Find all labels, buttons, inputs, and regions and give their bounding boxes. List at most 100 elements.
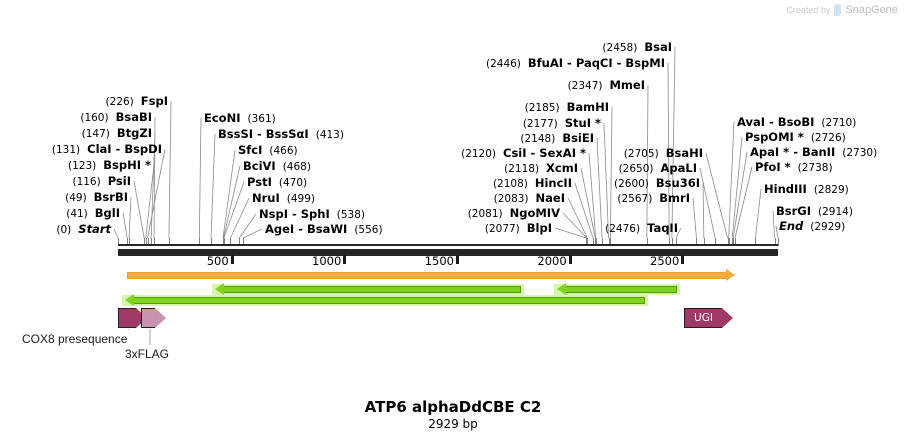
ruler-tick-label: 1000 <box>312 254 342 268</box>
enzyme-name: PspOMI * <box>745 130 804 144</box>
enzyme-label: (2108) HincII <box>0 177 572 190</box>
feature-label: COX8 presequence <box>22 332 128 346</box>
enzyme-label: (2148) BsiEI <box>0 132 594 145</box>
feature-arrow-body: UGI <box>684 308 722 328</box>
enzyme-label: (123) BspHI * <box>0 159 151 172</box>
enzyme-position: (2738) <box>797 162 833 174</box>
enzyme-name: ClaI - BspDI <box>87 142 162 156</box>
enzyme-name: AgeI - BsaWI <box>265 222 348 236</box>
feature-arrow-tip <box>722 308 733 328</box>
enzyme-label: AgeI - BsaWI (556) <box>265 223 383 236</box>
enzyme-position: (2476) <box>605 223 641 235</box>
enzyme-label: (49) BsrBI <box>0 191 128 204</box>
cut-site-tick <box>199 238 201 246</box>
cut-site-tick <box>732 238 734 246</box>
enzyme-label: ApaI * - BanII (2730) <box>750 146 877 159</box>
enzyme-position: (2458) <box>602 42 638 54</box>
enzyme-position: (2083) <box>493 193 529 205</box>
cut-site-tick <box>608 238 610 246</box>
feature-arrow-tip <box>155 308 166 328</box>
enzyme-name: MmeI <box>609 78 645 92</box>
enzyme-position: (49) <box>65 192 87 204</box>
enzyme-name: End <box>779 219 804 233</box>
cut-site-tick <box>669 238 671 246</box>
enzyme-position: (2914) <box>818 206 853 218</box>
ruler-tick-label: 2000 <box>537 254 567 268</box>
enzyme-label: EcoNI (361) <box>204 112 276 125</box>
enzyme-label: (2347) MmeI <box>0 79 645 92</box>
enzyme-name: Start <box>78 222 111 236</box>
enzyme-position: (147) <box>81 128 110 140</box>
cut-site-tick <box>151 238 153 246</box>
cut-site-tick <box>646 238 648 246</box>
enzyme-position: (2081) <box>467 208 503 220</box>
cut-site-tick <box>587 238 589 246</box>
enzyme-label: (2567) BmrI <box>0 192 690 205</box>
watermark-prefix: Created by <box>786 5 831 15</box>
sequence-backbone <box>118 248 778 256</box>
cut-site-tick <box>715 238 717 246</box>
cut-site-tick <box>211 238 213 246</box>
enzyme-position: (361) <box>247 113 276 125</box>
enzyme-name: AvaI - BsoBI <box>737 115 815 129</box>
enzyme-position: (2347) <box>567 80 603 92</box>
cut-site-tick <box>223 238 225 246</box>
enzyme-name: BsrBI <box>93 190 128 204</box>
cut-site-tick <box>727 238 729 246</box>
cut-site-tick <box>154 238 156 246</box>
enzyme-label: (160) BsaBI <box>0 111 152 124</box>
enzyme-position: (123) <box>68 160 97 172</box>
enzyme-label: (41) BglI <box>0 207 120 220</box>
enzyme-label: (2083) NaeI <box>0 192 565 205</box>
cut-site-tick <box>145 238 147 246</box>
cut-site-tick <box>778 238 779 246</box>
gene-track <box>220 286 522 293</box>
enzyme-name: NruI <box>252 191 280 205</box>
feature-arrow-ugi[interactable]: UGI <box>684 308 733 328</box>
enzyme-label: (2120) CsiI - SexAI * <box>0 147 586 160</box>
enzyme-label: (2177) StuI * <box>0 117 601 130</box>
enzyme-label: BciVI (468) <box>243 160 311 173</box>
enzyme-position: (2710) <box>821 117 857 129</box>
ruler-tick <box>455 255 459 264</box>
enzyme-position: (2929) <box>810 221 846 233</box>
cut-site-tick <box>734 238 736 246</box>
enzyme-name: NspI - SphI <box>259 207 330 221</box>
enzyme-position: (468) <box>282 161 311 173</box>
enzyme-label: (2077) BlpI <box>0 222 552 235</box>
enzyme-name: BssSI - BssSαI <box>218 127 309 141</box>
feature-arrow-3xflag[interactable] <box>141 308 166 328</box>
enzyme-label: AvaI - BsoBI (2710) <box>737 116 856 129</box>
cut-site-tick <box>147 238 149 246</box>
enzyme-name: BlpI <box>526 221 552 235</box>
enzyme-label: (116) PsiI <box>0 175 131 188</box>
gene-track <box>563 286 677 293</box>
enzyme-label: SfcI (466) <box>238 144 298 157</box>
feature-label: 3xFLAG <box>125 347 170 361</box>
ruler-tick <box>230 255 234 264</box>
snapgene-logo-icon <box>834 4 842 16</box>
cut-site-tick <box>675 238 677 246</box>
page-title: ATP6 alphaDdCBE C2 <box>364 398 542 416</box>
enzyme-name: BsaBI <box>115 110 152 124</box>
enzyme-name: BsaHI <box>665 146 703 160</box>
enzyme-position: (41) <box>66 208 88 220</box>
enzyme-position: (2705) <box>623 148 659 160</box>
enzyme-name: BfuAI - PaqCI - BspMI <box>527 56 665 70</box>
enzyme-name: BspHI * <box>103 158 151 172</box>
watermark-brand: SnapGene <box>845 4 898 16</box>
enzyme-label: (2185) BamHI <box>0 101 609 114</box>
enzyme-label: PspOMI * (2726) <box>745 131 846 144</box>
enzyme-name: ApaI * - BanII <box>750 145 836 159</box>
enzyme-name: BciVI <box>243 159 276 173</box>
enzyme-position: (131) <box>51 144 81 156</box>
enzyme-label: (2081) NgoMIV <box>0 207 560 220</box>
cut-site-tick <box>733 238 735 246</box>
enzyme-position: (556) <box>354 224 383 236</box>
orf-track <box>127 272 728 279</box>
enzyme-name: FspI <box>140 94 168 108</box>
enzyme-name: BtgZI <box>116 126 152 140</box>
enzyme-position: (0) <box>56 224 72 236</box>
ruler-tick <box>681 255 685 264</box>
